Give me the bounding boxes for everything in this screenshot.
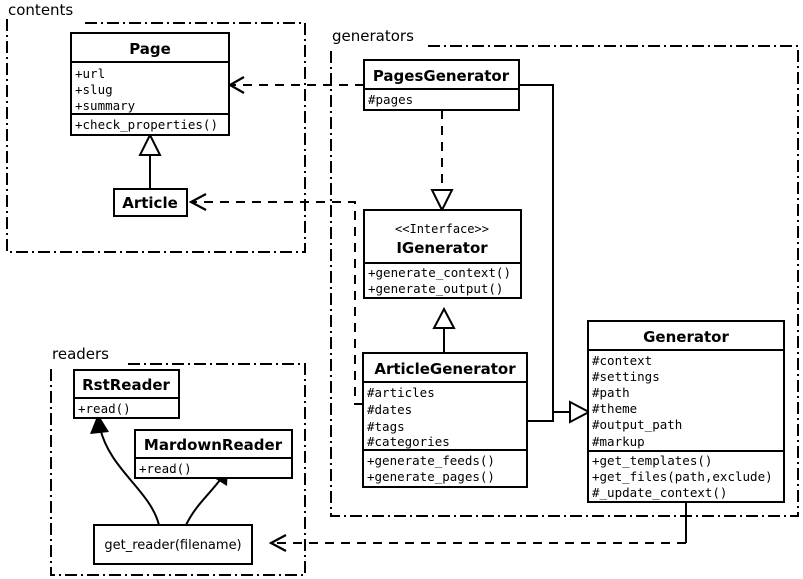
class-generator-attribute: #context bbox=[592, 353, 652, 368]
class-igenerator-operation: +generate_context() bbox=[368, 265, 511, 280]
edge-pagesgenerator-page bbox=[227, 76, 364, 94]
package-readers-outline bbox=[50, 363, 306, 576]
edge-articlegenerator-igenerator bbox=[432, 306, 456, 355]
class-mardownreader-title: MardownReader bbox=[144, 436, 283, 454]
class-page-attribute: +url bbox=[75, 66, 105, 81]
class-articlegenerator-attribute: #categories bbox=[367, 434, 450, 449]
class-page[interactable]: Page +url +slug +summary +check_properti… bbox=[70, 32, 230, 136]
function-get-reader-box[interactable] bbox=[93, 524, 253, 565]
class-generator-box[interactable] bbox=[587, 320, 785, 503]
class-generator-operation: +get_files(path,exclude) bbox=[592, 469, 773, 484]
package-generators: generators bbox=[330, 27, 799, 517]
class-generator-attribute: #theme bbox=[592, 401, 637, 416]
edge-generator-getreader bbox=[268, 502, 687, 552]
class-generator-attribute: #settings bbox=[592, 369, 660, 384]
class-generator-attribute: #path bbox=[592, 385, 630, 400]
class-articlegenerator-box[interactable] bbox=[362, 352, 528, 488]
function-get-reader[interactable]: get_reader(filename) bbox=[93, 524, 253, 565]
class-pagesgenerator-attribute: #pages bbox=[368, 92, 413, 107]
class-articlegenerator[interactable]: ArticleGenerator #articles #dates #tags … bbox=[362, 352, 528, 488]
class-articlegenerator-title: ArticleGenerator bbox=[374, 360, 516, 378]
class-article-box[interactable] bbox=[113, 188, 188, 217]
edge-article-page bbox=[138, 132, 162, 190]
class-igenerator[interactable]: <<Interface>> IGenerator +generate_conte… bbox=[363, 209, 522, 299]
class-page-box[interactable] bbox=[70, 32, 230, 136]
class-generator-attribute: #output_path bbox=[592, 417, 682, 432]
class-rstreader[interactable]: RstReader +read() bbox=[73, 369, 180, 419]
class-articlegenerator-operation: +generate_feeds() bbox=[367, 453, 495, 468]
class-mardownreader[interactable]: MardownReader +read() bbox=[134, 429, 293, 479]
class-generator-attribute: #markup bbox=[592, 434, 645, 449]
class-article-title: Article bbox=[122, 194, 178, 212]
class-page-attribute: +summary bbox=[75, 98, 136, 113]
class-igenerator-stereotype: <<Interface>> bbox=[395, 222, 489, 236]
package-readers: readers bbox=[50, 345, 306, 576]
class-articlegenerator-operation: +generate_pages() bbox=[367, 469, 495, 484]
package-contents-label: contents bbox=[8, 1, 73, 19]
class-mardownreader-operation: +read() bbox=[139, 461, 192, 476]
class-page-attribute: +slug bbox=[75, 82, 113, 97]
class-pagesgenerator[interactable]: PagesGenerator #pages bbox=[363, 59, 520, 111]
class-igenerator-title: IGenerator bbox=[396, 239, 488, 257]
class-mardownreader-box[interactable] bbox=[134, 429, 293, 479]
class-pagesgenerator-title: PagesGenerator bbox=[373, 67, 510, 85]
package-generators-outline bbox=[330, 45, 799, 517]
class-generator-operation: #_update_context() bbox=[592, 485, 727, 500]
class-rstreader-title: RstReader bbox=[82, 376, 170, 394]
class-igenerator-box[interactable] bbox=[363, 209, 522, 299]
package-contents-outline bbox=[6, 19, 306, 253]
class-page-title: Page bbox=[129, 40, 171, 58]
class-igenerator-operation: +generate_output() bbox=[368, 281, 503, 296]
class-articlegenerator-attribute: #tags bbox=[367, 419, 405, 434]
class-pagesgenerator-box[interactable] bbox=[363, 59, 520, 111]
class-article[interactable]: Article bbox=[113, 188, 188, 217]
function-get-reader-label: get_reader(filename) bbox=[104, 538, 241, 553]
package-contents: contents bbox=[6, 1, 306, 253]
edge-pagesgenerator-igenerator bbox=[430, 110, 454, 213]
class-articlegenerator-attribute: #articles bbox=[367, 385, 435, 400]
class-page-operation: +check_properties() bbox=[75, 117, 218, 132]
package-readers-label: readers bbox=[52, 345, 109, 363]
class-rstreader-operation: +read() bbox=[78, 401, 131, 416]
class-rstreader-box[interactable] bbox=[73, 369, 180, 419]
edge-articlegenerator-article bbox=[188, 193, 363, 405]
package-generators-label: generators bbox=[332, 27, 414, 45]
edge-getreader-rstreader bbox=[90, 414, 160, 526]
edge-articlegenerator-generator bbox=[527, 400, 592, 424]
class-generator[interactable]: Generator #context #settings #path #them… bbox=[587, 320, 785, 503]
class-generator-operation: +get_templates() bbox=[592, 453, 712, 468]
class-articlegenerator-attribute: #dates bbox=[367, 402, 412, 417]
class-generator-title: Generator bbox=[643, 328, 729, 346]
